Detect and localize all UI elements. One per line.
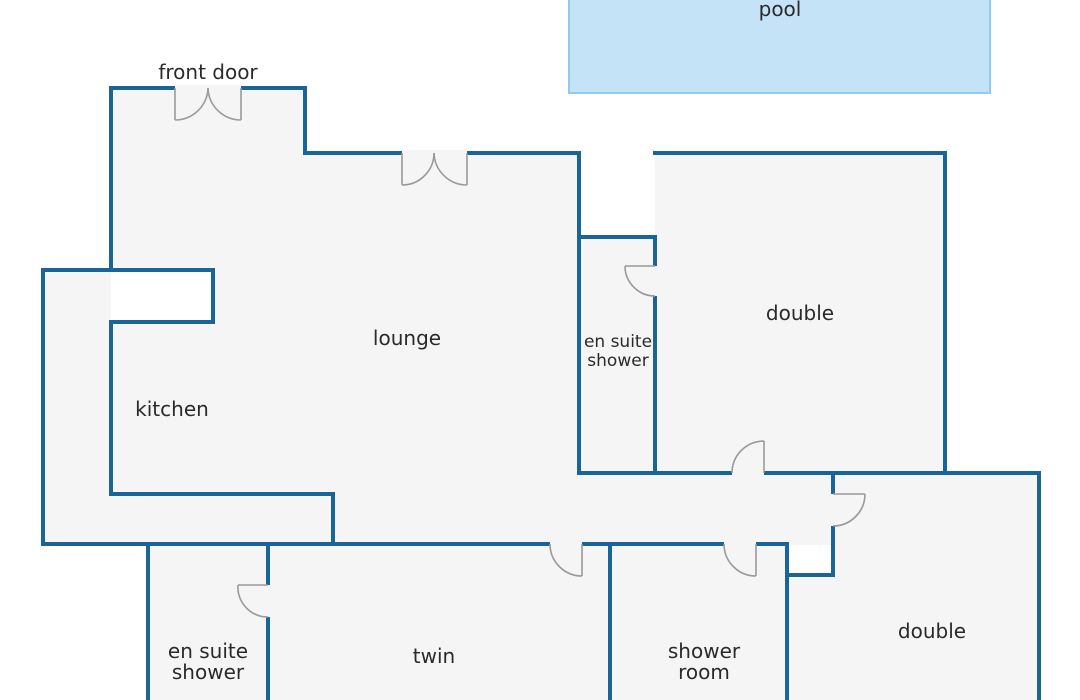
ensuite-top-door-swing	[624, 265, 656, 297]
shower-room-door-swing	[723, 543, 757, 577]
double-bottom-label: double	[898, 619, 966, 643]
room-labels: pool front door lounge kitchen en suite …	[135, 0, 966, 684]
pool	[568, 0, 991, 94]
floor-area	[43, 88, 1039, 700]
ensuite-top-label-line2: shower	[587, 351, 648, 371]
shower-room-label-line2: room	[678, 660, 730, 684]
double-top-label: double	[766, 301, 834, 325]
twin-door-swing	[549, 543, 583, 577]
double-top-door-swing	[731, 440, 765, 474]
ensuite-bottom-label-line1: en suite	[168, 639, 248, 663]
ensuite-top-label-line1: en suite	[584, 332, 652, 352]
front-door-swing	[174, 87, 242, 121]
door-swings	[174, 87, 866, 618]
ensuite-bottom-door-swing	[237, 584, 269, 618]
pool-label: pool	[759, 0, 802, 21]
shower-room-label-line1: shower	[668, 639, 741, 663]
lounge-door-swing	[401, 152, 468, 186]
walls	[41, 86, 1041, 700]
twin-label: twin	[413, 644, 455, 668]
kitchen-label: kitchen	[135, 397, 209, 421]
ensuite-bottom-label-line2: shower	[172, 660, 245, 684]
lounge-label: lounge	[373, 326, 441, 350]
front-door-label: front door	[158, 60, 258, 84]
double-bottom-door-swing	[832, 493, 866, 527]
